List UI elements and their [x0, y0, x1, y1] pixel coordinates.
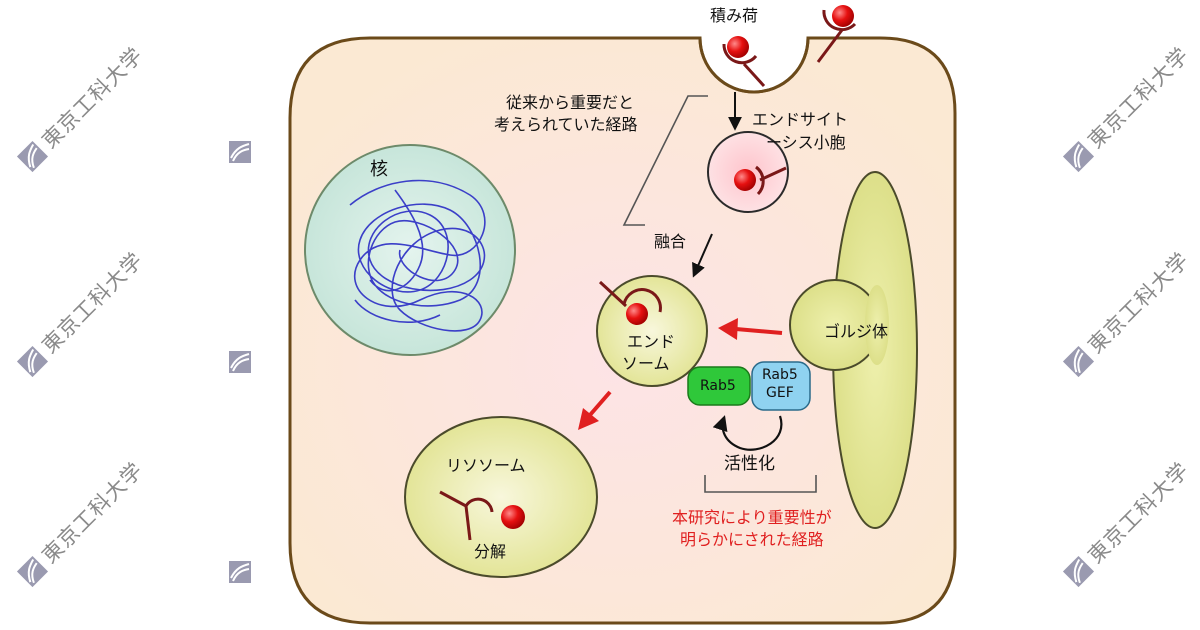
cargo-receptor-pit [722, 36, 766, 88]
label-conventional-line2: 考えられていた経路 [494, 115, 638, 134]
label-cargo: 積み荷 [710, 6, 759, 25]
university-logo-icon [1062, 555, 1095, 588]
label-nucleus: 核 [370, 159, 388, 180]
arrow-golgi-to-endosome [718, 318, 783, 340]
university-logo-icon [16, 345, 49, 378]
watermark: 東京工科大学 [1059, 40, 1195, 176]
watermark: 東京工科大学 [13, 40, 149, 176]
label-rab5gef-line1: Rab5 [762, 367, 798, 383]
activation-bracket [704, 475, 817, 493]
university-logo-icon [1062, 140, 1095, 173]
university-logo-icon [229, 141, 251, 163]
label-this-study-line1: 本研究により重要性が [672, 508, 832, 527]
university-logo-icon [229, 561, 251, 583]
rab5gef-protein [751, 361, 811, 411]
label-endocytic-line1: エンドサイト [752, 110, 849, 129]
label-golgi: ゴルジ体 [824, 322, 889, 341]
cargo-receptor-endosome [598, 280, 662, 325]
arrow-endosome-to-lysosome [578, 390, 612, 430]
label-this-study-line2: 明らかにされた経路 [680, 530, 824, 549]
label-endosome-line2: ソーム [622, 354, 670, 373]
activation-arrow [712, 415, 783, 451]
lysosome [404, 416, 598, 578]
conventional-bracket [622, 95, 708, 226]
cargo-receptor-surface [816, 5, 857, 63]
label-rab5: Rab5 [700, 378, 736, 394]
university-logo-icon [1062, 345, 1095, 378]
dna-strand [349, 179, 486, 332]
golgi-seam [865, 285, 889, 365]
label-degradation: 分解 [474, 542, 507, 561]
watermark: 東京工科大学 [1059, 245, 1195, 381]
university-logo-icon [16, 555, 49, 588]
watermark: 東京工科大学 [13, 455, 149, 591]
label-endosome-line1: エンド [627, 332, 676, 351]
label-activation: 活性化 [724, 454, 775, 474]
university-logo-icon [229, 351, 251, 373]
arrow-to-endosome [692, 233, 713, 278]
label-conventional-line1: 従来から重要だと [506, 93, 635, 112]
watermark: 東京工科大学 [1059, 455, 1195, 591]
label-fusion: 融合 [654, 232, 687, 251]
label-endocytic-line2: ーシス小胞 [766, 133, 846, 152]
budding-pit [698, 37, 810, 94]
label-lysosome: リソソーム [446, 456, 526, 475]
label-rab5gef-line2: GEF [766, 385, 794, 401]
university-logo-icon [16, 140, 49, 173]
degraded-receptor [439, 490, 525, 541]
cargo-receptor-vesicle [734, 165, 787, 196]
watermark: 東京工科大学 [13, 245, 149, 381]
rab5-protein [687, 366, 751, 406]
